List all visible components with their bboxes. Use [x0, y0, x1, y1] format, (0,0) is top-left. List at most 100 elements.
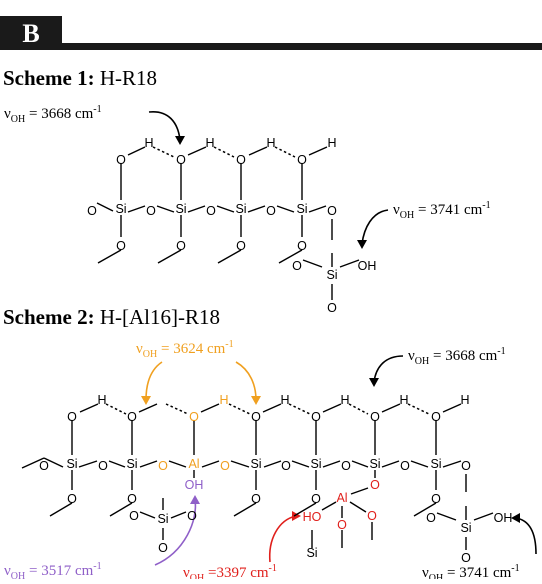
- svg-text:O: O: [431, 492, 441, 506]
- svg-text:H: H: [266, 136, 275, 150]
- svg-text:H: H: [144, 136, 153, 150]
- svg-text:O: O: [158, 541, 168, 555]
- scheme2-bonds-red: [321, 470, 376, 548]
- scheme1-atoms: O O O O H H H H Si Si Si Si O O O O O O …: [87, 136, 376, 315]
- svg-text:H: H: [340, 393, 349, 407]
- svg-text:O: O: [158, 459, 168, 473]
- svg-text:O: O: [281, 459, 291, 473]
- svg-text:O: O: [187, 509, 197, 523]
- scheme2-arrow-3624-right: [235, 361, 257, 401]
- svg-text:O: O: [116, 153, 126, 167]
- scheme1-title: Scheme 1: H-R18: [3, 66, 157, 90]
- svg-text:O: O: [127, 492, 137, 506]
- svg-text:O: O: [87, 204, 97, 218]
- scheme1-arrowhead-3668: [175, 136, 185, 145]
- scheme1-bonds: [96, 146, 360, 300]
- svg-text:O: O: [236, 153, 246, 167]
- svg-text:O: O: [251, 410, 261, 424]
- scheme2-annotation-3741: νOH = 3741 cm-1: [422, 563, 520, 579]
- svg-text:Si: Si: [126, 457, 137, 471]
- svg-text:Si: Si: [369, 457, 380, 471]
- svg-text:H: H: [399, 393, 408, 407]
- scheme2-atoms-red: O Al HO O O: [303, 478, 381, 532]
- scheme1-arrowhead-3741: [357, 240, 367, 249]
- scheme2-atoms-orange: O H Al O O: [158, 393, 230, 473]
- svg-text:HO: HO: [303, 510, 322, 524]
- scheme2-annotation-3668: νOH = 3668 cm-1: [408, 346, 506, 367]
- svg-text:O: O: [461, 459, 471, 473]
- svg-text:Al: Al: [188, 457, 199, 471]
- scheme2-arrow-3517: [154, 499, 197, 566]
- svg-text:O: O: [297, 153, 307, 167]
- scheme2-annotation-3624: νOH = 3624 cm-1: [136, 339, 234, 360]
- svg-text:Si: Si: [430, 457, 441, 471]
- svg-text:O: O: [236, 239, 246, 253]
- scheme2-arrow-3741: [515, 517, 537, 555]
- svg-text:O: O: [400, 459, 410, 473]
- svg-text:Si: Si: [66, 457, 77, 471]
- svg-text:Si: Si: [115, 202, 126, 216]
- panel-label-box: [0, 16, 62, 50]
- scheme2-arrow-3397: [269, 515, 297, 563]
- svg-text:O: O: [220, 459, 230, 473]
- svg-text:O: O: [127, 410, 137, 424]
- scheme2-annotation-3397: νOH =3397 cm-1: [183, 563, 277, 579]
- svg-text:O: O: [189, 410, 199, 424]
- svg-text:Si: Si: [310, 457, 321, 471]
- svg-text:O: O: [311, 492, 321, 506]
- svg-text:H: H: [280, 393, 289, 407]
- svg-text:Si: Si: [157, 512, 168, 526]
- svg-text:O: O: [367, 509, 377, 523]
- svg-text:O: O: [39, 459, 49, 473]
- svg-text:O: O: [67, 492, 77, 506]
- header-bar: [62, 43, 542, 50]
- svg-text:O: O: [146, 204, 156, 218]
- scheme1-annotation-3668: νOH = 3668 cm-1: [4, 104, 102, 125]
- scheme2-arrowhead-3517: [190, 495, 200, 504]
- svg-text:O: O: [341, 459, 351, 473]
- scheme2-atom-purple-oh: OH: [185, 478, 204, 492]
- svg-text:OH: OH: [358, 259, 377, 273]
- scheme2-arrowhead-3741: [511, 513, 520, 523]
- svg-text:O: O: [297, 239, 307, 253]
- svg-text:Si: Si: [460, 521, 471, 535]
- scheme2-bonds-black: [21, 403, 494, 550]
- svg-text:Si: Si: [306, 546, 317, 560]
- svg-text:O: O: [251, 492, 261, 506]
- scheme2-bonds-orange: [139, 403, 250, 468]
- svg-text:O: O: [370, 410, 380, 424]
- svg-text:O: O: [266, 204, 276, 218]
- svg-text:O: O: [311, 410, 321, 424]
- scheme2-title: Scheme 2: H-[Al16]-R18: [3, 305, 220, 329]
- svg-text:O: O: [98, 459, 108, 473]
- svg-text:O: O: [337, 518, 347, 532]
- svg-text:OH: OH: [494, 511, 513, 525]
- svg-text:O: O: [292, 259, 302, 273]
- svg-text:O: O: [426, 511, 436, 525]
- scheme2-arrowhead-3624-right: [251, 396, 261, 405]
- scheme2-arrow-3624-left: [145, 361, 163, 401]
- svg-text:O: O: [176, 239, 186, 253]
- scheme2-atoms-black: O O O O O O H H H H H Si Si Si Si Si Si …: [39, 393, 512, 565]
- svg-text:H: H: [460, 393, 469, 407]
- svg-text:O: O: [206, 204, 216, 218]
- svg-text:O: O: [176, 153, 186, 167]
- svg-text:O: O: [370, 478, 380, 492]
- scheme1-arrow-3741: [361, 209, 389, 245]
- scheme2-arrowhead-3624-left: [141, 396, 151, 405]
- svg-text:H: H: [327, 136, 336, 150]
- svg-text:Si: Si: [296, 202, 307, 216]
- svg-text:O: O: [67, 410, 77, 424]
- scheme2-arrowhead-3668: [369, 378, 379, 387]
- scheme2-arrowhead-3397: [292, 511, 301, 521]
- svg-text:Si: Si: [235, 202, 246, 216]
- svg-text:O: O: [327, 301, 337, 315]
- scheme1-arrow-3668: [148, 111, 181, 141]
- svg-text:H: H: [97, 393, 106, 407]
- panel-label: B: [22, 19, 39, 48]
- svg-text:O: O: [129, 509, 139, 523]
- scheme1-annotation-3741: νOH = 3741 cm-1: [393, 200, 491, 221]
- svg-text:Al: Al: [336, 491, 347, 505]
